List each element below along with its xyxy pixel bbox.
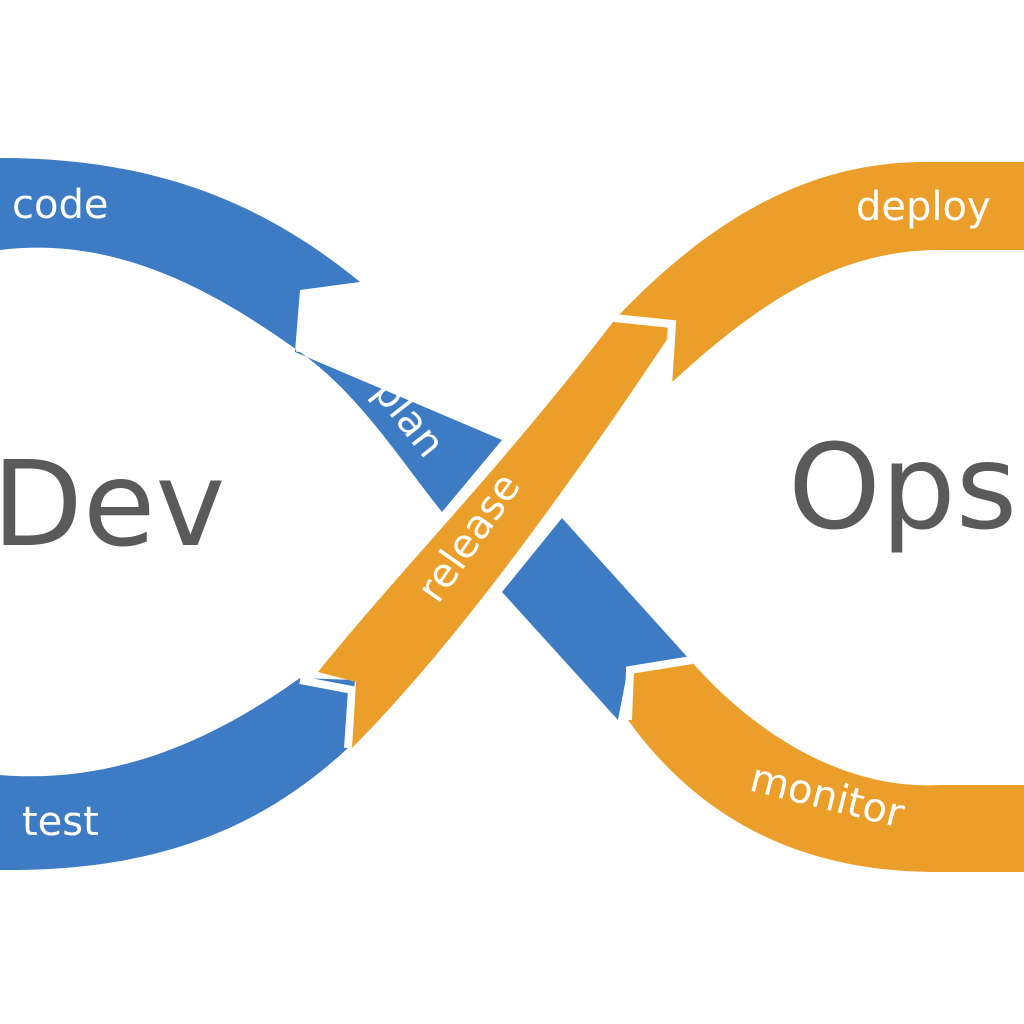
ops-loop-arc [616, 161, 1024, 872]
dev-plan-divider [296, 282, 363, 353]
ops-loop-release-band [318, 318, 672, 748]
stage-label-test: test [22, 799, 99, 845]
dev-test-divider [299, 676, 357, 749]
ops-monitor-divider [624, 656, 693, 721]
ops-title: Ops [788, 418, 1017, 556]
dev-loop-crossing-segment [502, 518, 690, 720]
dev-loop-arc [0, 158, 502, 871]
ops-deploy-divider [613, 314, 677, 387]
dev-title: Dev [0, 435, 225, 573]
stage-label-deploy: deploy [856, 184, 991, 230]
stage-label-code: code [12, 182, 108, 228]
